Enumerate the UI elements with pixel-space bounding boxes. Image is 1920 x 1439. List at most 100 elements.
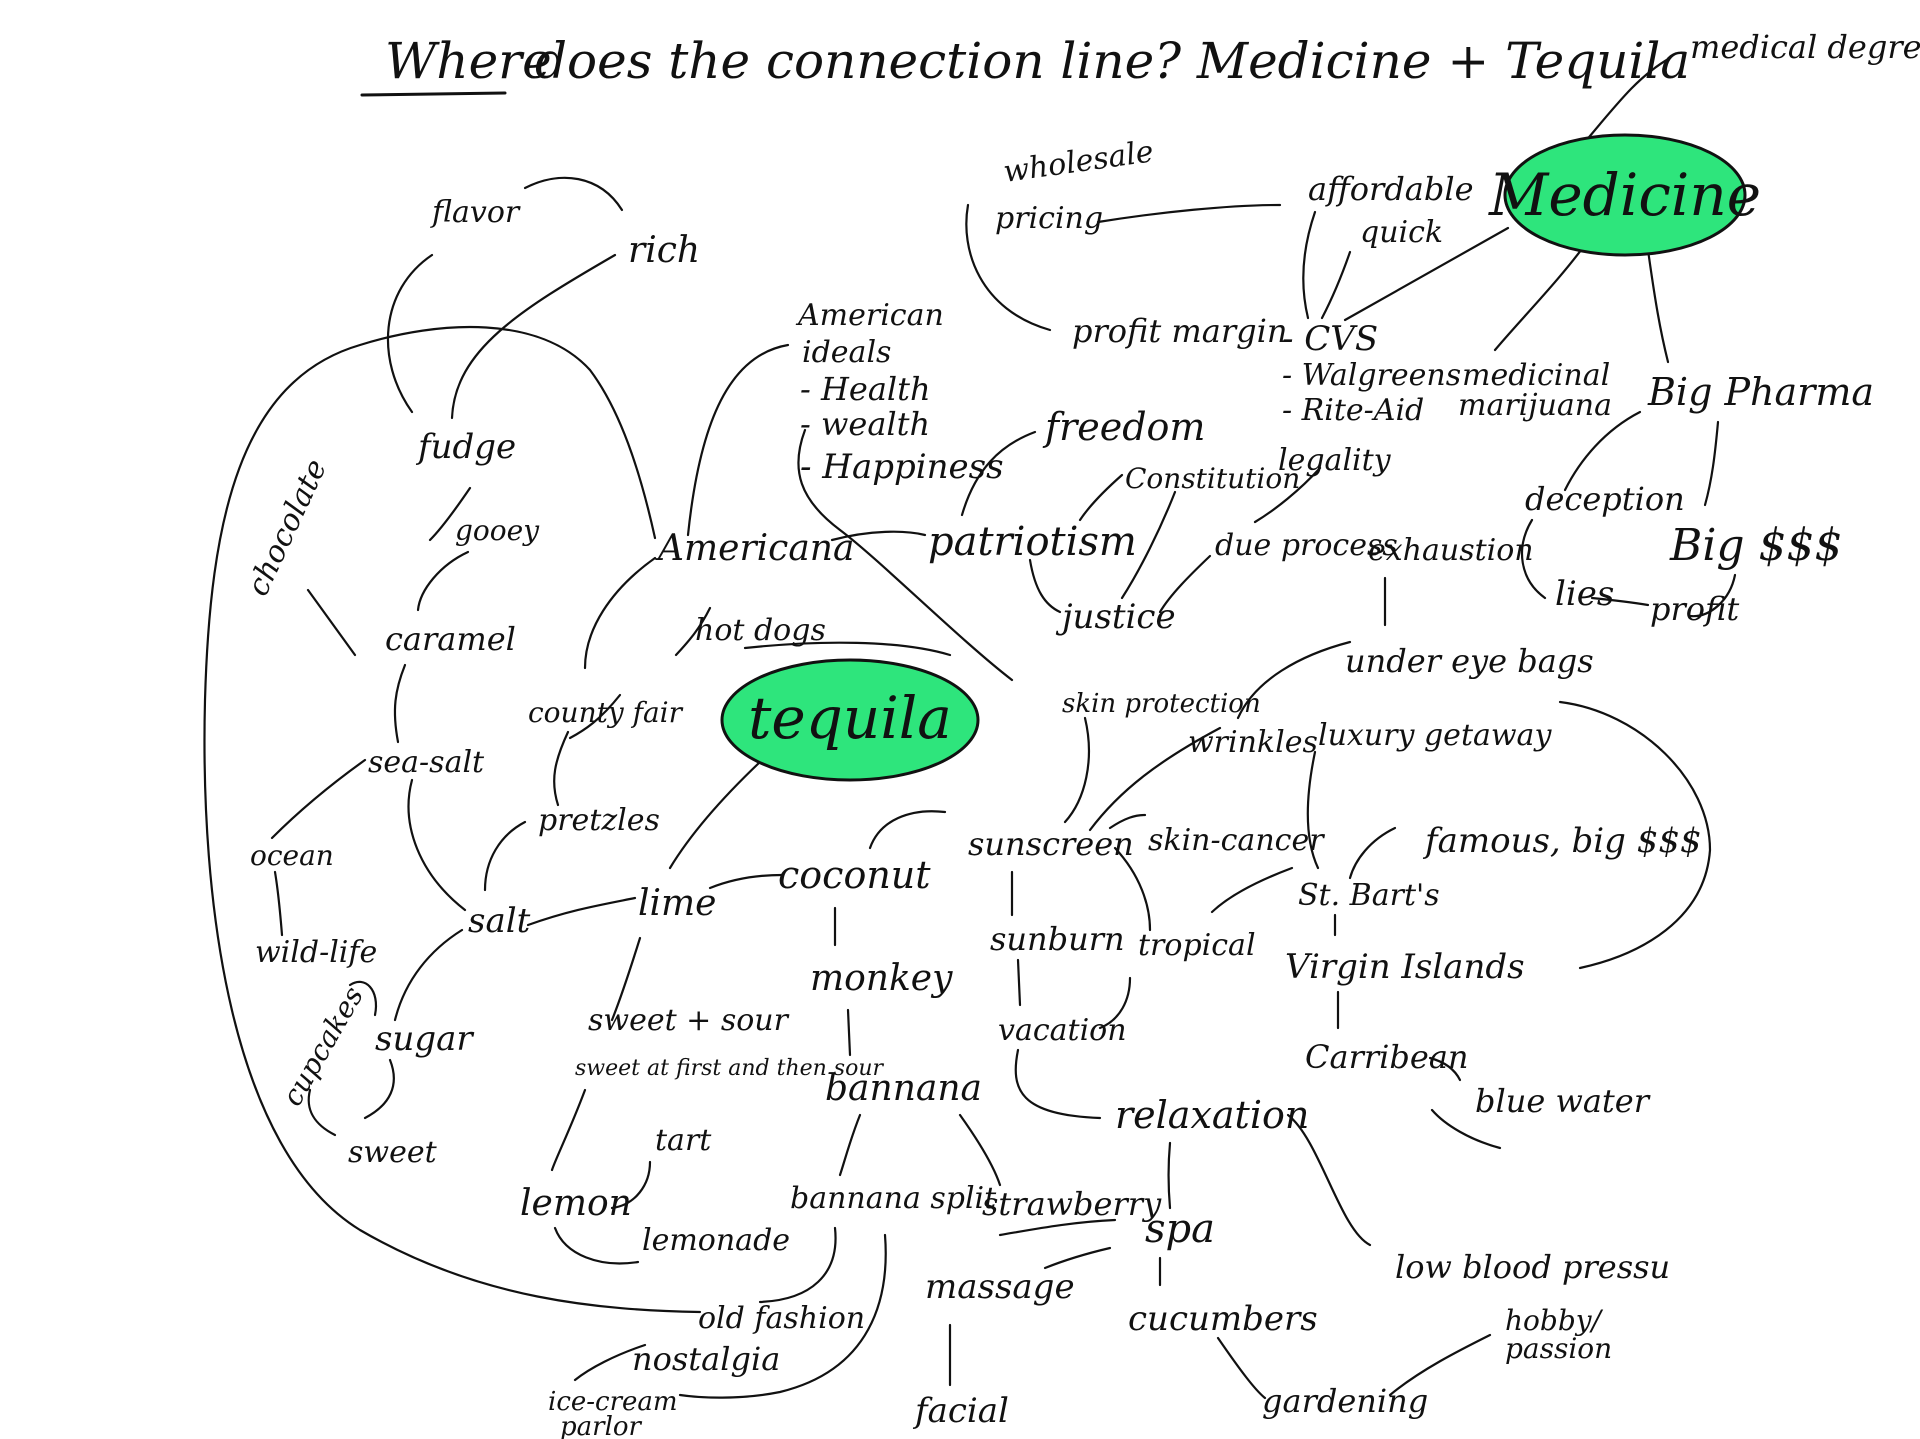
link-bannana-strawberry [958, 1113, 1002, 1187]
node-medicinal: medicinal [1462, 358, 1610, 393]
connection-lines [203, 56, 1737, 1400]
node-pretzels: pretzles [538, 803, 660, 838]
node-sweet: sweet [348, 1135, 438, 1170]
medicine-hub[interactable]: Medicine [1488, 133, 1761, 257]
node-wholesale: wholesale [1001, 134, 1155, 190]
title-underlined-word: Where [385, 32, 552, 90]
node-cvs: - CVS [1282, 319, 1378, 359]
node-rich: rich [628, 230, 700, 271]
link-constitution-patriotism [1078, 473, 1124, 522]
node-blue-water: blue water [1475, 1082, 1651, 1120]
node-gardening: gardening [1262, 1382, 1428, 1420]
link-chocolate-line [306, 588, 357, 657]
node-exhaustion: exhaustion [1368, 533, 1534, 568]
node-ice-cream: ice-cream [548, 1387, 678, 1417]
link-flavor-rich [523, 176, 624, 212]
node-st-barts: St. Bart's [1298, 878, 1440, 913]
node-big-pharma: Big Pharma [1647, 370, 1874, 414]
link-lime-sweetsour [610, 936, 642, 1022]
link-flavor-fudge [386, 253, 434, 414]
node-caramel: caramel [385, 620, 516, 658]
link-freedom-patriotism [960, 430, 1037, 517]
node-spa: spa [1145, 1206, 1215, 1252]
link-split-oldfashion [758, 1226, 837, 1304]
link-wholesale-profit [965, 203, 1052, 332]
node-chocolate: chocolate [241, 454, 335, 601]
node-fudge: fudge [415, 427, 516, 467]
node-justice: justice [1055, 597, 1176, 637]
node-sweet-sour: sweet + sour [588, 1003, 790, 1038]
link-salt-sugar [393, 928, 464, 1022]
node-low-blood-pressure: low blood pressu [1395, 1248, 1670, 1286]
node-quick: quick [1360, 215, 1443, 250]
link-dueprocess-justice [1158, 554, 1212, 614]
node-lies: lies [1555, 574, 1614, 614]
link-cucumbers-gardening [1216, 1336, 1267, 1400]
link-undereye-luxury [1558, 700, 1712, 970]
link-bluewater-curve [1430, 1108, 1502, 1150]
link-rich-fudge [450, 253, 617, 420]
node-cupcakes: cupcakes [275, 981, 370, 1112]
link-medical-degree [1583, 56, 1672, 144]
link-skinprotection-sunscreen [1063, 716, 1091, 824]
link-wrinkles-sunscreen [1088, 726, 1222, 832]
node-salt: salt [468, 901, 531, 941]
node-american: American [795, 298, 944, 333]
link-fudge-gooey [428, 486, 472, 542]
node-gooey: gooey [455, 514, 540, 547]
link-americana-countyfair [583, 556, 657, 670]
link-medicine-cvs [1343, 226, 1510, 322]
link-gardening-hobby [1388, 1333, 1492, 1397]
link-cupcakes-sweet [307, 1088, 337, 1137]
node-strawberry: strawberry [982, 1185, 1162, 1223]
node-hobby: hobby/ [1505, 1304, 1604, 1337]
node-health: - Health [800, 370, 931, 408]
node-skin-protection: skin protection [1062, 689, 1261, 719]
link-pricing-affordable [1096, 203, 1282, 224]
link-affordable-cvs [1302, 210, 1317, 320]
tequila-hub[interactable]: tequila [720, 658, 980, 782]
node-luxury-getaway: luxury getaway [1318, 718, 1552, 753]
link-lime-coconut [708, 873, 784, 890]
link-skincancer-tropical [1113, 846, 1152, 932]
tequila-hub-ellipse [720, 658, 980, 782]
title-underline [360, 91, 507, 97]
link-lies-profit [1590, 596, 1650, 607]
link-legality-dueprocess [1253, 466, 1322, 524]
node-patriotism: patriotism [928, 519, 1137, 565]
node-medical-degree: medical degree [1690, 28, 1920, 66]
node-sugar: sugar [375, 1019, 474, 1059]
node-relaxation: relaxation [1115, 1093, 1309, 1137]
link-spa-strawberry [998, 1218, 1117, 1237]
link-relaxation-lowbp [1286, 1113, 1372, 1247]
link-constitution-justice [1120, 490, 1177, 600]
link-ocean-wildlife [273, 870, 284, 937]
link-americana-patriotism [830, 530, 927, 542]
node-under-eye-bags: under eye bags [1345, 642, 1594, 680]
link-hotdogs-tequila [743, 641, 952, 657]
node-legality: legality [1278, 443, 1392, 478]
link-sweetsour-lemon [550, 1088, 587, 1172]
node-big-money: Big $$$ [1669, 520, 1843, 571]
link-caramel-seasalt [393, 663, 407, 744]
node-county-fair: county fair [528, 696, 684, 729]
node-due-process: due process [1215, 528, 1398, 563]
node-walgreens: - Walgreens [1282, 358, 1461, 393]
link-salt-lime [526, 896, 637, 927]
node-tropical: tropical [1138, 928, 1256, 963]
node-americana: Americana [655, 528, 854, 569]
node-facial: facial [912, 1391, 1009, 1431]
link-coconut-sunscreen [868, 810, 947, 850]
node-massage: massage [925, 1267, 1075, 1307]
node-monkey: monkey [810, 958, 953, 999]
link-sugar-sweet [363, 1058, 395, 1120]
link-americana-hotdogs [674, 606, 712, 657]
link-pretzels-salt [483, 820, 527, 892]
node-skin-cancer: skin-cancer [1148, 823, 1325, 858]
link-seasalt-salt [407, 778, 467, 912]
link-stbarts-tropical [1210, 866, 1294, 914]
link-sunscreen-skincancer [1108, 813, 1147, 830]
node-pricing: pricing [995, 201, 1103, 236]
link-tequila-lime [668, 760, 762, 870]
node-tart: tart [655, 1123, 712, 1158]
